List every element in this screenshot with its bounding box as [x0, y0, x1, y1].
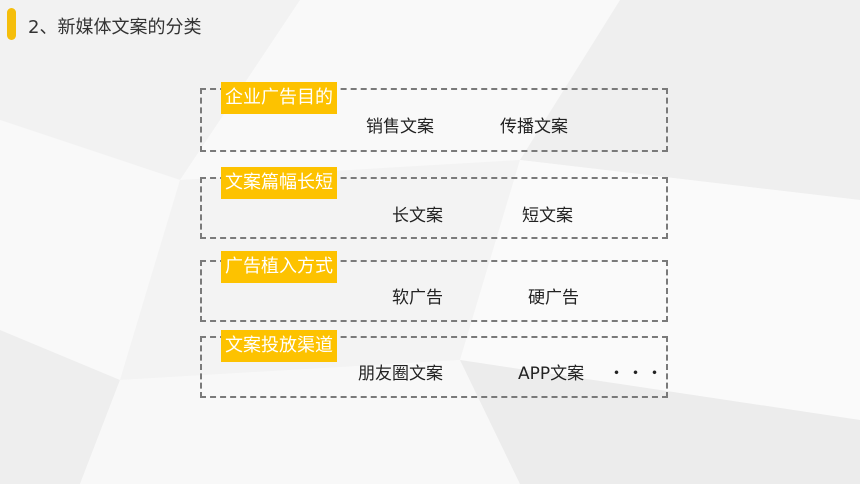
category-item: 销售文案	[366, 117, 434, 137]
category-tag-placement: 广告植入方式	[221, 251, 337, 283]
slide-title: 2、新媒体文案的分类	[28, 17, 202, 38]
ellipsis: ・・・	[608, 364, 665, 384]
category-tag-length: 文案篇幅长短	[221, 167, 337, 199]
category-item: 传播文案	[500, 117, 568, 137]
category-item: APP文案	[518, 364, 585, 384]
category-box-placement	[200, 260, 668, 322]
category-item: 软广告	[392, 288, 443, 308]
category-tag-purpose: 企业广告目的	[221, 82, 337, 114]
title-accent-bar	[7, 8, 16, 40]
category-item: 朋友圈文案	[358, 364, 443, 384]
category-box-purpose	[200, 88, 668, 152]
category-box-channel	[200, 336, 668, 398]
category-item: 短文案	[522, 206, 573, 226]
category-item: 硬广告	[528, 288, 579, 308]
category-tag-channel: 文案投放渠道	[221, 330, 337, 362]
category-item: 长文案	[392, 206, 443, 226]
category-box-length	[200, 177, 668, 239]
